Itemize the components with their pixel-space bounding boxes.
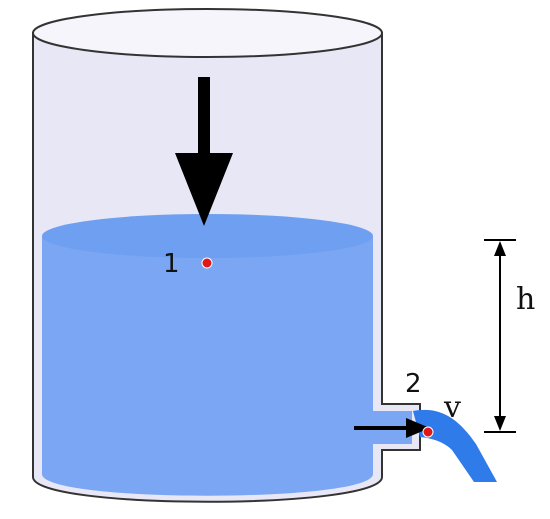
pressure-arrow-shaft: [198, 77, 210, 161]
velocity-label: v: [443, 390, 461, 425]
velocity-arrow-head: [406, 418, 430, 438]
tank-top-rim: [32, 8, 383, 58]
point-2-label: 2: [405, 369, 422, 399]
pressure-arrow-head: [175, 153, 233, 226]
water-body: [42, 236, 412, 496]
point-1-label: 1: [163, 249, 180, 279]
height-arrow-down: [494, 416, 506, 431]
outflow-jet: [413, 409, 497, 482]
water-surface: [42, 214, 373, 258]
point-1-marker: [201, 257, 213, 269]
height-label: h: [516, 282, 535, 317]
height-arrow-up: [494, 241, 506, 256]
point-2-marker: [422, 426, 434, 438]
